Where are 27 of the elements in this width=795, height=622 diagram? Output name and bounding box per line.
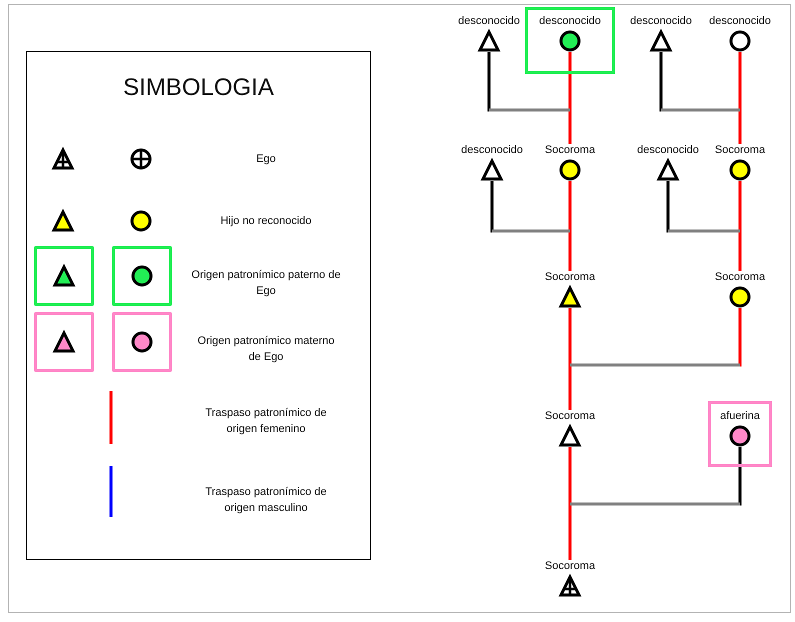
person-name: desconocido — [630, 15, 692, 28]
legend-text: Origen patronímico paterno de Ego — [191, 268, 341, 299]
person-name: Socoroma — [544, 560, 596, 573]
person-name: desconocido — [458, 15, 520, 28]
highlight-frame — [708, 401, 772, 467]
person-name: Socoroma — [544, 271, 596, 284]
person-name: desconocido — [539, 15, 601, 28]
person-name: Socoroma — [544, 410, 596, 423]
legend-title: SIMBOLOGIA — [122, 74, 275, 102]
person-name: desconocido — [637, 144, 699, 157]
person-name: afuerina — [720, 410, 760, 423]
person-name: desconocido — [461, 144, 523, 157]
kinship-line — [738, 52, 742, 144]
person-name: Socoroma — [714, 144, 766, 157]
kinship-line — [568, 447, 572, 560]
kinship-line — [568, 52, 572, 144]
kinship-line — [568, 181, 572, 271]
legend-text: Origen patronímico materno de Ego — [196, 334, 336, 365]
legend-text: Traspaso patronímico de origen masculino — [204, 485, 328, 516]
person-name: Socoroma — [544, 144, 596, 157]
person-name: desconocido — [709, 15, 771, 28]
legend-text: Ego — [255, 152, 277, 167]
person-name: Socoroma — [714, 271, 766, 284]
legend-text: Traspaso patronímico de origen femenino — [204, 406, 328, 437]
kinship-line — [738, 181, 742, 271]
legend-text: Hijo no reconocido — [219, 214, 313, 229]
highlight-frame — [525, 7, 615, 74]
